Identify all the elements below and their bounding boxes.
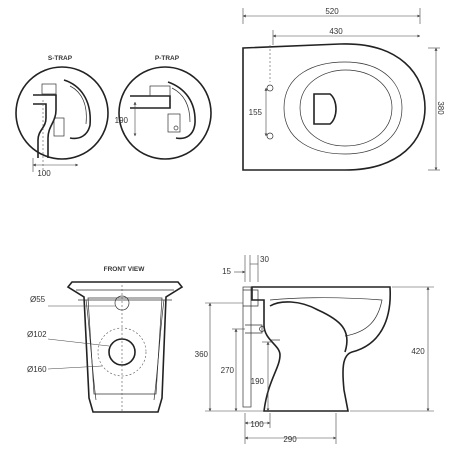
side-bowl — [269, 301, 348, 353]
side-dim-420: 420 — [411, 347, 425, 356]
plan-dim-520: 520 — [325, 7, 339, 16]
plan-outline — [242, 43, 426, 171]
front-outlet-160 — [97, 327, 147, 377]
s-trap-pipe — [33, 94, 57, 158]
plan-dim-380: 380 — [436, 101, 445, 115]
p-trap-pipe — [130, 95, 171, 109]
plan-outlet — [313, 93, 337, 125]
side-dim-100: 100 — [250, 420, 264, 429]
p-trap-detail: P-TRAP 190 — [115, 55, 212, 160]
side-dim-270: 270 — [221, 366, 235, 375]
s-trap-title: S-TRAP — [48, 55, 73, 62]
front-outline — [66, 281, 184, 413]
front-dim-d160: Ø160 — [27, 365, 47, 374]
s-trap-circle — [15, 66, 109, 160]
side-dim-190: 190 — [251, 377, 265, 386]
s-trap-bowl — [63, 79, 91, 140]
side-view: 15 30 360 270 190 100 290 420 — [195, 255, 434, 444]
plan-bowl — [299, 69, 393, 147]
p-trap-dim-190: 190 — [115, 116, 129, 125]
side-outline — [251, 286, 391, 412]
front-view-title: FRONT VIEW — [104, 266, 146, 273]
plan-hole-top — [266, 84, 274, 92]
side-dim-290: 290 — [283, 435, 297, 444]
p-trap-bowl — [167, 81, 196, 140]
plan-dim-155: 155 — [249, 108, 263, 117]
side-dim-15: 15 — [222, 267, 231, 276]
plan-dim-430: 430 — [329, 27, 343, 36]
front-view: FRONT VIEW Ø55 Ø102 Ø160 — [27, 266, 184, 413]
s-trap-dim-100: 100 — [37, 169, 51, 178]
front-dim-d102: Ø102 — [27, 330, 47, 339]
s-trap-detail: S-TRAP 100 — [15, 55, 109, 178]
side-dim-360: 360 — [195, 350, 209, 359]
p-trap-title: P-TRAP — [155, 55, 180, 62]
front-dim-d55: Ø55 — [30, 295, 46, 304]
side-wall — [242, 286, 252, 408]
p-trap-circle — [118, 66, 212, 160]
plan-hole-bottom — [266, 132, 274, 140]
side-dim-30: 30 — [260, 255, 269, 264]
plan-view: 520 430 155 380 — [242, 7, 445, 171]
